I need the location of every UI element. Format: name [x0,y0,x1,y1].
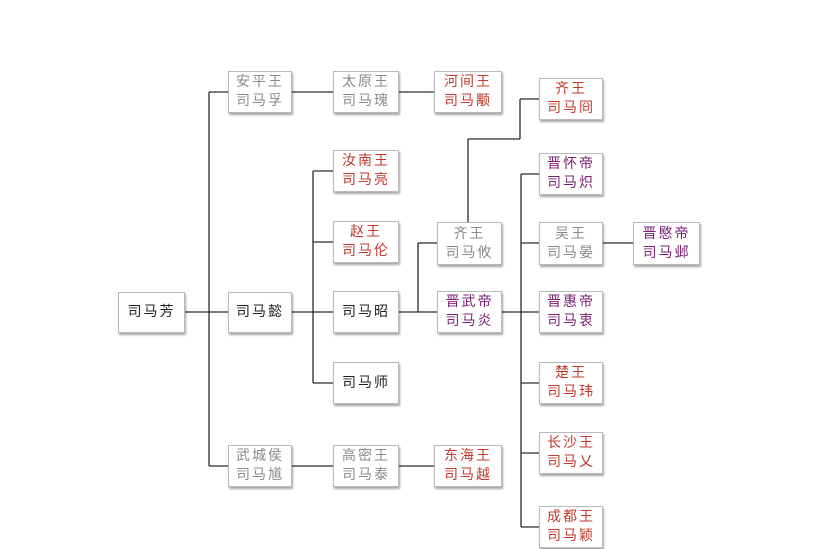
node-title: 齐王 [453,225,486,242]
node-title: 安平王 [236,74,284,90]
node-sima-zhao: 司马昭 [333,291,399,333]
node-name: 司马越 [444,467,492,483]
node-sima-fu: 安平王司马孚 [228,71,292,113]
node-sima-ying: 成都王司马颖 [539,506,603,548]
node-name: 司马冏 [547,100,595,116]
node-name: 司马师 [342,374,390,391]
node-title: 高密王 [342,448,390,464]
node-title: 成都王 [547,509,595,525]
node-sima-kui: 太原王司马瑰 [333,71,399,113]
node-title: 晋惠帝 [547,294,595,310]
node-name: 司马亮 [342,172,390,188]
node-name: 司马晏 [547,244,595,261]
node-name: 司马炽 [547,175,595,191]
node-sima-chi: 晋怀帝司马炽 [539,153,603,195]
node-sima-jiong: 齐王司马冏 [539,78,603,120]
node-title: 汝南王 [342,153,390,169]
node-name: 司马馗 [236,467,284,483]
node-name: 司马昭 [342,303,390,320]
node-title: 齐王 [555,81,587,97]
node-title: 河间王 [444,74,492,90]
node-name: 司马邺 [642,244,691,261]
node-sima-lun: 赵王司马伦 [333,221,399,263]
node-name: 司马玮 [547,384,595,400]
node-name: 司马颖 [547,528,595,544]
node-name: 司马乂 [547,454,595,470]
node-sima-shi: 司马师 [333,362,399,404]
node-sima-yue: 东海王司马越 [434,445,502,487]
node-sima-zhong: 晋惠帝司马衷 [539,291,603,333]
node-title: 太原王 [342,74,390,90]
node-name: 司马瑰 [342,93,390,109]
node-name: 司马伦 [342,243,390,259]
node-sima-tai: 高密王司马泰 [333,445,399,487]
node-title: 武城侯 [236,448,284,464]
node-sima-yan: 晋武帝司马炎 [437,291,502,333]
node-name: 司马颙 [444,93,492,109]
node-title: 东海王 [444,448,492,464]
node-title: 晋怀帝 [547,156,595,172]
node-title: 赵王 [350,224,382,240]
node-name: 司马懿 [236,304,284,320]
node-name: 司马攸 [445,244,494,261]
node-title: 楚王 [555,365,587,381]
node-name: 司马泰 [342,467,390,483]
node-sima-fang: 司马芳 [118,292,185,333]
node-sima-you: 齐王司马攸 [437,222,502,265]
node-sima-liang: 汝南王司马亮 [333,150,399,192]
node-name: 司马孚 [236,93,284,109]
node-title: 吴王 [555,225,587,242]
node-name: 司马炎 [445,313,494,329]
node-sima-wei: 楚王司马玮 [539,362,603,404]
node-sima-yong: 河间王司马颙 [434,71,502,113]
node-title: 晋武帝 [445,294,494,310]
node-name: 司马芳 [127,304,176,320]
node-name: 司马衷 [547,313,595,329]
node-title: 晋愍帝 [642,225,691,242]
node-sima-yan-wu: 吴王司马晏 [539,222,603,265]
node-title: 长沙王 [547,435,595,451]
node-sima-chu: 武城侯司马馗 [228,445,292,487]
node-sima-ye: 晋愍帝司马邺 [633,222,700,265]
node-sima-yi: 司马懿 [228,292,292,333]
node-sima-ai: 长沙王司马乂 [539,432,603,474]
